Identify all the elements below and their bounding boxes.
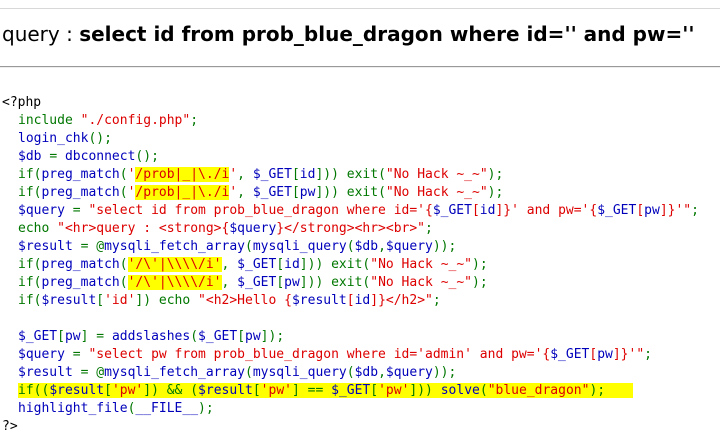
- code-blank-line: [2, 310, 699, 328]
- code-line-highlight-file: highlight_file(__FILE__);: [18, 401, 214, 416]
- code-line-db: $db = dbconnect();: [18, 149, 159, 164]
- code-line-quote-filter-id: if(preg_match('/\'|\\\\/i', $_GET[id])) …: [18, 257, 488, 272]
- php-close-tag: ?>: [2, 419, 18, 434]
- code-line-query: $query = "select id from prob_blue_drago…: [18, 203, 699, 218]
- code-line-addslashes: $_GET[pw] = addslashes($_GET[pw]);: [18, 329, 285, 344]
- query-sql: select id from prob_blue_dragon where id…: [79, 22, 695, 46]
- code-line-solve: if(($result['pw']) && ($result['pw'] == …: [2, 382, 699, 400]
- code-line-login: login_chk();: [18, 131, 112, 146]
- regex-highlight: /prob|_|\./i: [135, 185, 230, 200]
- code-line-filter-pw: if(preg_match('/prob|_|\./i', $_GET[pw])…: [18, 185, 504, 200]
- query-display: query : select id from prob_blue_dragon …: [2, 22, 694, 46]
- php-open-tag: <?php: [2, 95, 42, 110]
- query-label: query :: [2, 22, 80, 46]
- code-line-echo: echo "<hr>query : <strong>{$query}</stro…: [18, 221, 433, 236]
- source-code: <?php include "./config.php"; login_chk();…: [2, 94, 699, 436]
- code-line-query2: $query = "select pw from prob_blue_drago…: [18, 347, 652, 362]
- code-line-hello: if($result['id']) echo "<h2>Hello {$resu…: [18, 293, 441, 308]
- code-line-include: include "./config.php";: [18, 113, 199, 128]
- regex-highlight: '/\'|\\\\/i': [127, 257, 222, 272]
- code-line-result: $result = @mysqli_fetch_array(mysqli_que…: [18, 239, 457, 254]
- code-line-quote-filter-pw: if(preg_match('/\'|\\\\/i', $_GET[pw])) …: [18, 275, 488, 290]
- regex-highlight: /prob|_|\./i: [135, 167, 230, 182]
- top-separator: [0, 0, 720, 9]
- code-line-result2: $result = @mysqli_fetch_array(mysqli_que…: [18, 365, 457, 380]
- horizontal-rule: [0, 66, 720, 68]
- solve-line-highlight: if(($result['pw']) && ($result['pw'] == …: [18, 383, 634, 398]
- code-line-filter-id: if(preg_match('/prob|_|\./i', $_GET[id])…: [18, 167, 504, 182]
- regex-highlight: '/\'|\\\\/i': [127, 275, 222, 290]
